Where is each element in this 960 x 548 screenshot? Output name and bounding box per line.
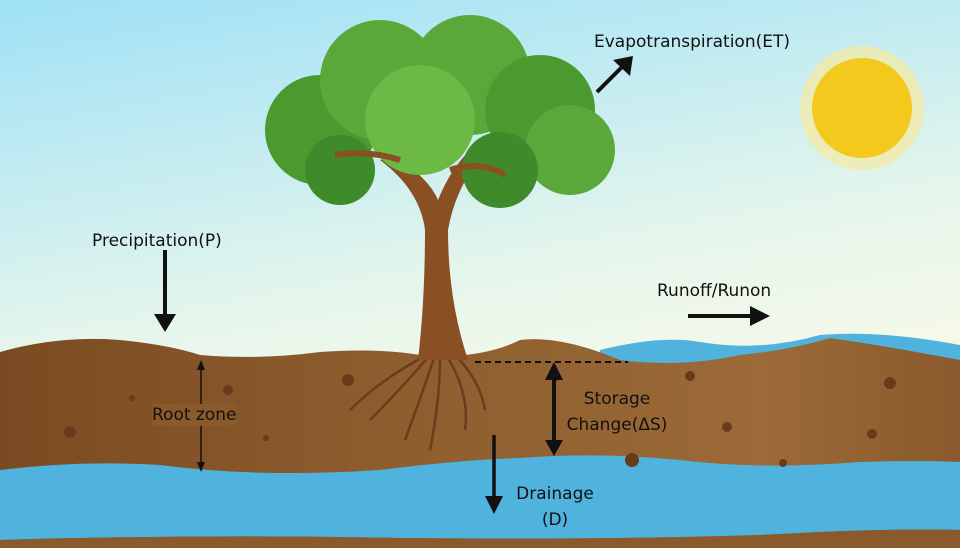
evapotranspiration-label: Evapotranspiration(ET) <box>594 32 790 52</box>
drainage-arrow <box>485 435 503 514</box>
drainage-line2: (D) <box>541 510 569 530</box>
tree <box>265 15 615 451</box>
precipitation-label: Precipitation(P) <box>92 231 222 251</box>
runoff-label: Runoff/Runon <box>657 281 772 301</box>
groundwater <box>0 455 960 540</box>
arrows <box>154 56 770 514</box>
storage-change-line1: Storage <box>583 389 651 409</box>
drainage-line1: Drainage <box>516 484 594 504</box>
root-zone-label: Root zone <box>152 404 237 426</box>
tree-canopy <box>265 15 615 208</box>
tree-trunk <box>380 150 480 360</box>
evapotranspiration-arrow <box>595 56 633 94</box>
bedrock-soil <box>0 529 960 548</box>
storage-change-arrow <box>545 362 563 456</box>
drainage-label: Drainage (D) <box>510 483 600 531</box>
storage-change-line2: Change(ΔS) <box>566 415 668 435</box>
sun <box>800 46 924 170</box>
soil-particles <box>64 371 896 467</box>
storage-change-label: Storage Change(ΔS) <box>562 388 672 436</box>
precipitation-arrow <box>154 250 176 332</box>
runoff-arrow <box>688 306 770 326</box>
